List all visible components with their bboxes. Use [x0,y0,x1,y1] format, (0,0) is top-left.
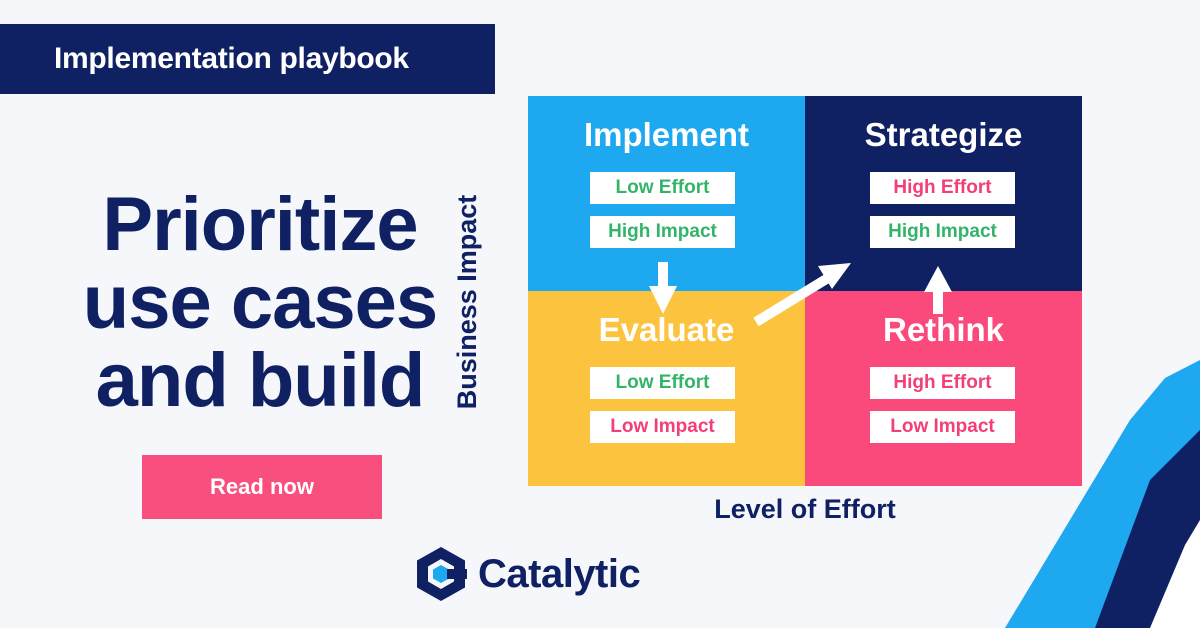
decorative-corner-shape [1005,360,1200,628]
quadrant-title: Implement [583,116,750,153]
effort-tag: Low Effort [590,172,735,204]
impact-tag: Low Impact [870,411,1015,443]
priority-matrix: Implement Low Effort High Impact Strateg… [528,96,1082,486]
impact-tag: High Impact [590,216,735,248]
quadrant-title: Rethink [882,311,1004,348]
impact-tag: High Impact [870,216,1015,248]
headline-line-2: use cases [82,260,438,345]
headline: Prioritize use cases and build [60,186,460,420]
catalytic-logo[interactable]: Catalytic [414,545,641,603]
headline-line-3: and build [95,338,426,423]
playbook-banner: Implementation playbook [0,24,495,94]
effort-tag: Low Effort [590,367,735,399]
effort-tag: High Effort [870,172,1015,204]
read-now-button[interactable]: Read now [142,455,382,519]
quadrant-implement: Implement Low Effort High Impact [528,96,805,291]
catalytic-logo-icon [417,547,467,601]
logo-text: Catalytic [478,551,641,596]
quadrant-rethink: Rethink High Effort Low Impact [805,291,1082,486]
y-axis-label: Business Impact [452,194,482,410]
quadrant-title: Strategize [864,116,1023,153]
quadrant-strategize: Strategize High Effort High Impact [805,96,1082,291]
quadrant-title: Evaluate [598,311,735,348]
effort-tag: High Effort [870,367,1015,399]
banner-title: Implementation playbook [54,42,409,75]
impact-tag: Low Impact [590,411,735,443]
quadrant-evaluate: Evaluate Low Effort Low Impact [528,291,805,486]
headline-line-1: Prioritize [102,182,418,267]
x-axis-label: Level of Effort [714,494,896,524]
